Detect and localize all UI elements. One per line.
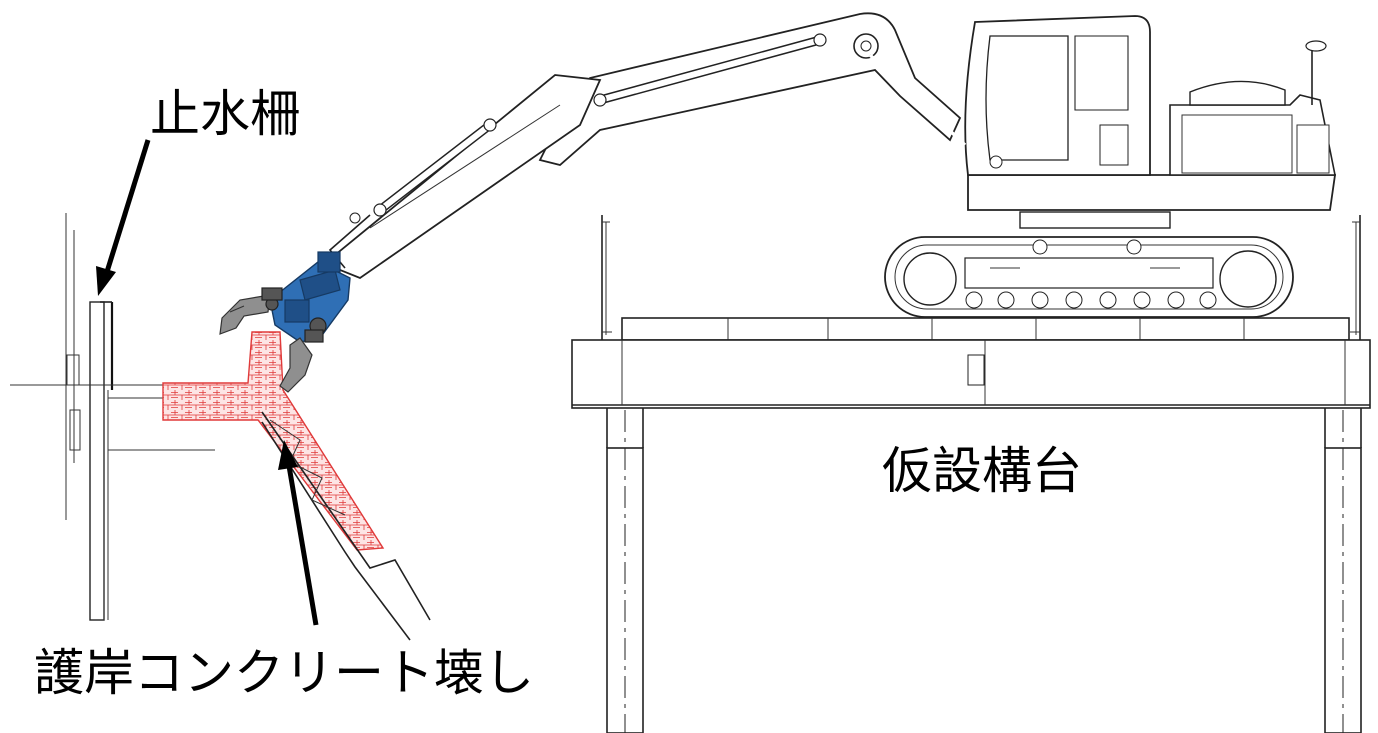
temporary-platform <box>571 215 1371 733</box>
label-revetment-demolition: 護岸コンクリート壊し <box>34 644 534 702</box>
boom <box>538 12 967 166</box>
label-temporary-platform: 仮設構台 <box>882 442 1082 500</box>
label-cutoff-fence: 止水柵 <box>150 85 300 143</box>
arm <box>328 74 602 280</box>
railing-right <box>1350 215 1361 340</box>
crawler-track <box>884 236 1294 318</box>
upper-structure <box>967 40 1337 211</box>
crusher-attachment-icon <box>219 251 351 393</box>
railing-left <box>601 215 612 340</box>
cab <box>964 15 1151 176</box>
excavator-icon <box>328 12 1337 318</box>
revetment-concrete <box>162 331 431 641</box>
arrow-cutoff-fence <box>96 139 151 296</box>
arrow-revetment-demolition <box>278 440 319 626</box>
cutoff-fence <box>65 213 114 621</box>
pile-left <box>606 408 644 733</box>
pile-right <box>1324 408 1362 733</box>
